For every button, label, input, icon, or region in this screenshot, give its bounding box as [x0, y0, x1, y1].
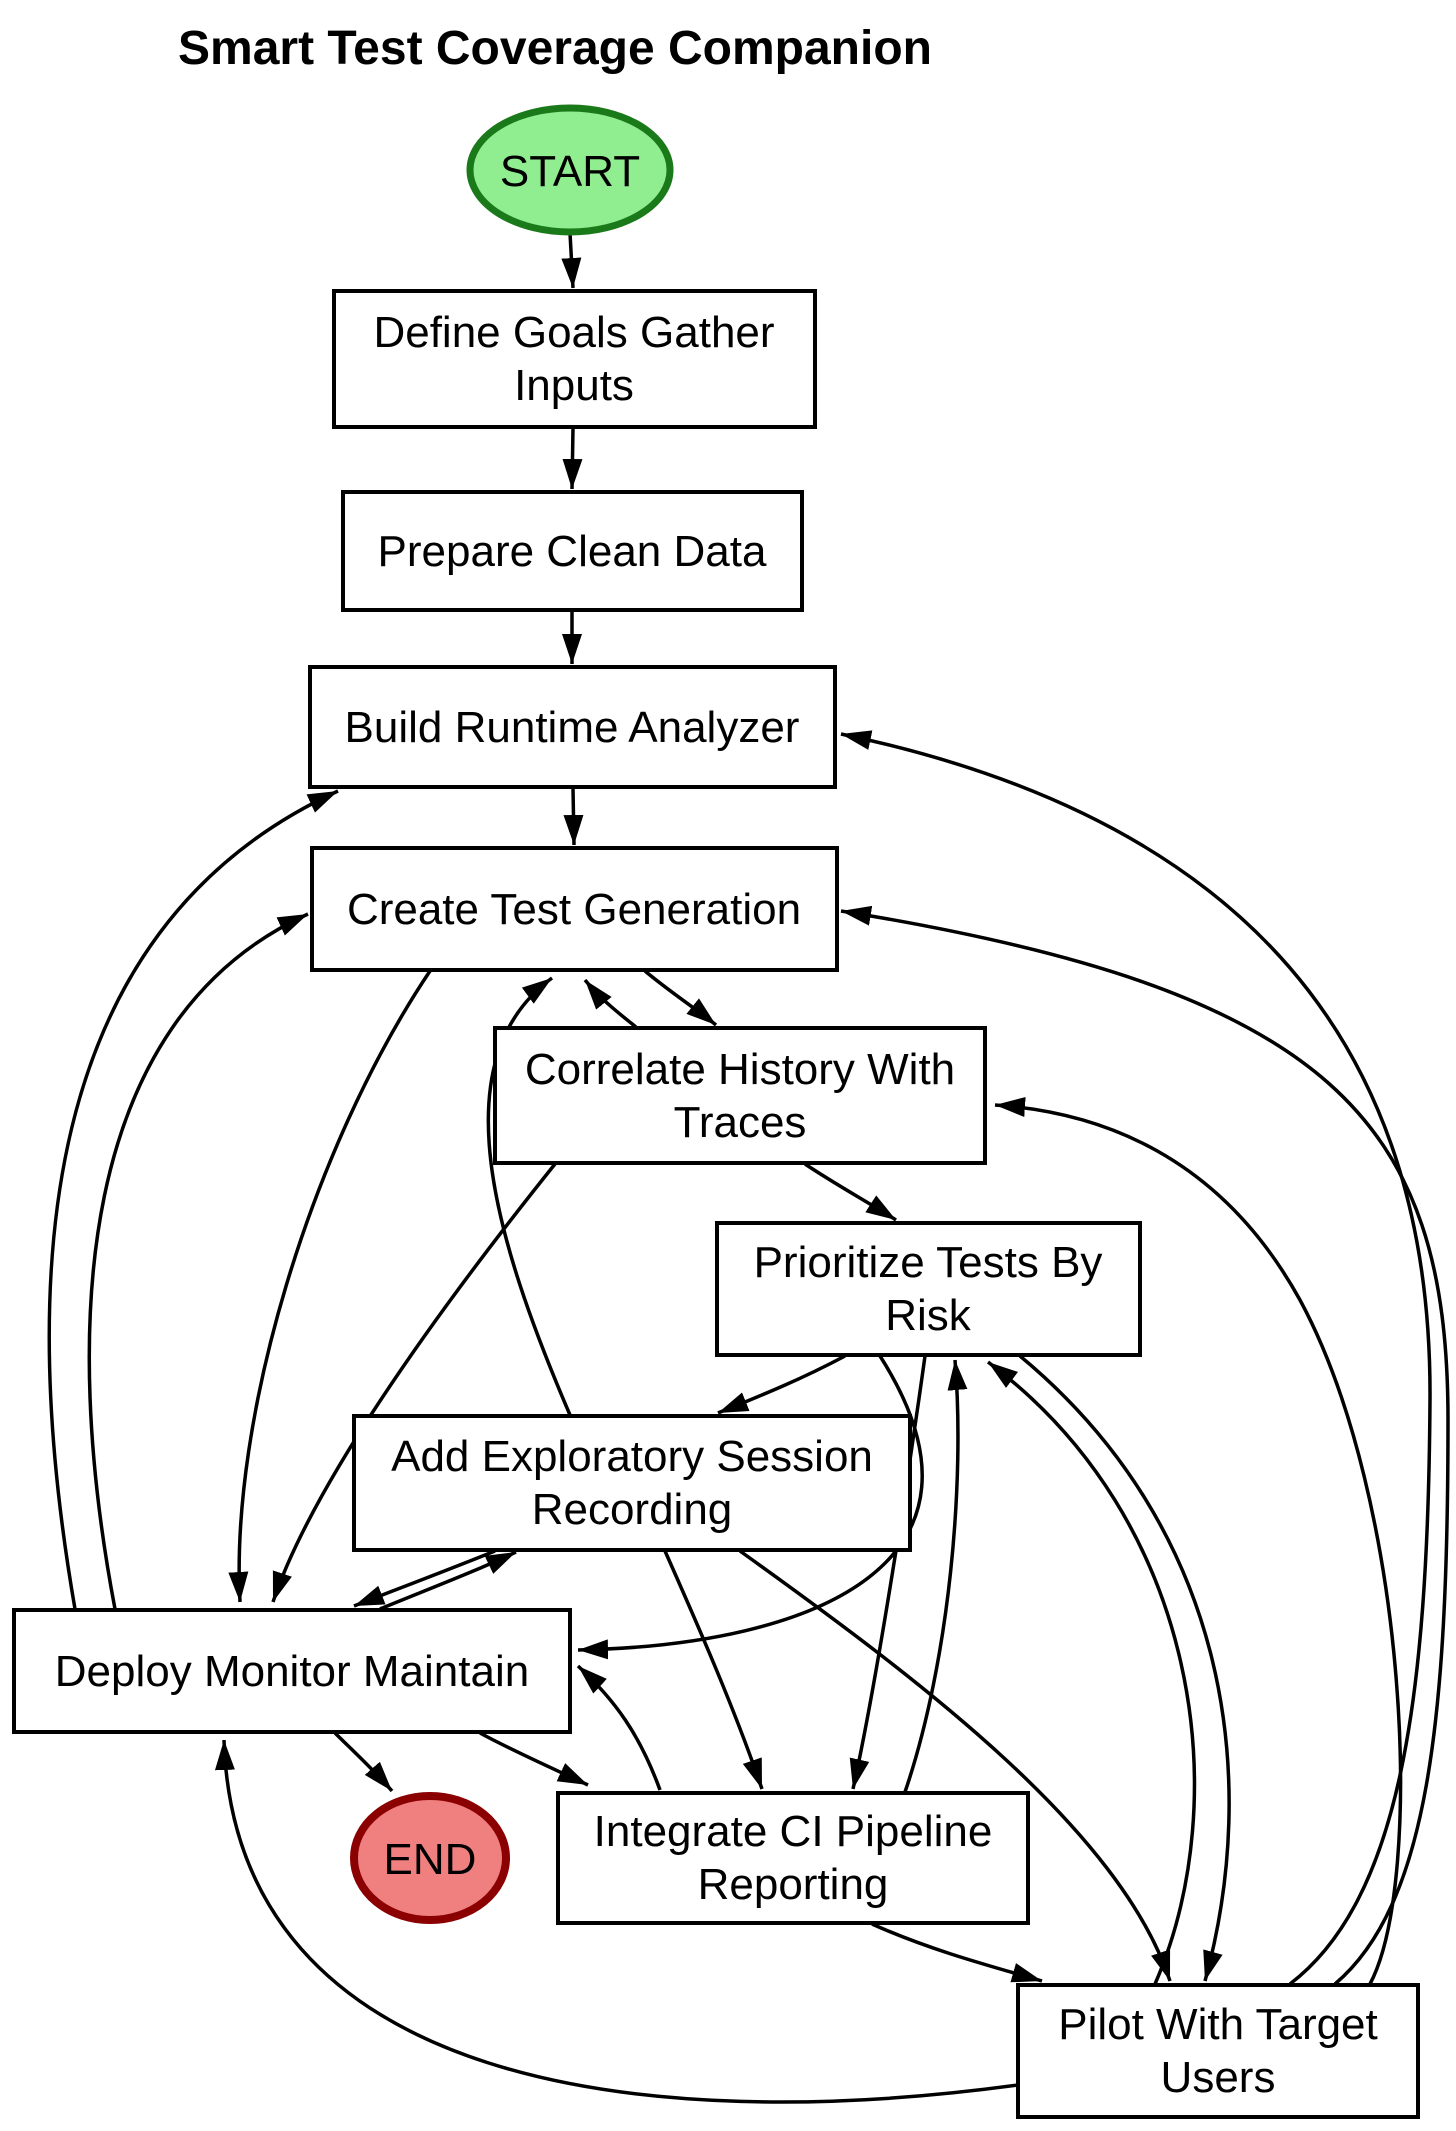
- edge-build-create: [563, 787, 584, 846]
- node-deploy-monitor-maintain: Deploy Monitor Maintain: [12, 1608, 572, 1734]
- edge-pilot-correlate: [994, 1097, 1403, 1985]
- node-end: END: [350, 1792, 510, 1924]
- svg-text:Recording: Recording: [532, 1485, 733, 1534]
- edge-create-deploy: [228, 970, 432, 1603]
- svg-text:Risk: Risk: [885, 1291, 972, 1340]
- process-box: [12, 1608, 572, 1734]
- edge-add-deploy: [353, 1549, 496, 1608]
- edge-define-prepare: [562, 427, 583, 490]
- svg-text:Integrate CI Pipeline: Integrate CI Pipeline: [594, 1807, 993, 1856]
- edge-layer: [47, 232, 1450, 2104]
- edge-prioritize-deploy: [577, 1355, 924, 1660]
- edge-prioritize-pilot: [1018, 1354, 1231, 1982]
- process-box: [715, 1221, 1142, 1357]
- svg-text:Deploy Monitor Maintain: Deploy Monitor Maintain: [55, 1647, 529, 1696]
- process-box: [493, 1026, 987, 1165]
- node-correlate-history-with-traces: Correlate History With Traces: [493, 1026, 987, 1165]
- process-box: [332, 289, 817, 429]
- edge-correlate-prioritize: [804, 1162, 897, 1222]
- process-box: [310, 846, 839, 972]
- edge-pilot-deploy: [214, 1739, 1019, 2104]
- process-box: [308, 665, 837, 789]
- edge-create-correlate: [643, 969, 718, 1027]
- svg-text:Create Test Generation: Create Test Generation: [347, 885, 801, 934]
- edge-add-create: [486, 976, 572, 1416]
- svg-text:Add Exploratory Session: Add Exploratory Session: [391, 1432, 873, 1481]
- node-start: START: [466, 104, 674, 236]
- edge-integrate-prioritize: [903, 1359, 968, 1793]
- edge-deploy-integrate: [479, 1731, 589, 1787]
- edge-deploy-create: [87, 912, 309, 1610]
- node-integrate-ci-pipeline-reporting: Integrate CI Pipeline Reporting: [556, 1791, 1030, 1925]
- process-box: [341, 490, 804, 612]
- edge-integrate-pilot: [871, 1922, 1043, 1983]
- end-terminal-shape: [350, 1792, 510, 1924]
- node-define-goals-gather-inputs: Define Goals Gather Inputs: [332, 289, 817, 429]
- svg-text:Inputs: Inputs: [514, 361, 634, 410]
- node-add-exploratory-session-recording: Add Exploratory Session Recording: [352, 1414, 912, 1552]
- start-label: START: [500, 147, 640, 196]
- edge-pilot-create: [840, 905, 1450, 1986]
- node-prioritize-tests-by-risk: Prioritize Tests By Risk: [715, 1221, 1142, 1357]
- svg-text:Reporting: Reporting: [698, 1860, 889, 1909]
- edge-add-integrate: [663, 1550, 764, 1790]
- svg-text:Define Goals Gather: Define Goals Gather: [373, 308, 774, 357]
- edge-prioritize-add: [717, 1354, 846, 1415]
- node-pilot-with-target-users: Pilot With Target Users: [1016, 1983, 1420, 2119]
- edge-prioritize-integrate: [849, 1355, 927, 1790]
- edge-add-pilot: [738, 1549, 1172, 1982]
- svg-text:Build Runtime Analyzer: Build Runtime Analyzer: [345, 703, 800, 752]
- process-box: [352, 1414, 912, 1552]
- edge-deploy-add: [379, 1550, 517, 1611]
- edge-start-define: [561, 232, 582, 289]
- svg-text:Pilot With Target: Pilot With Target: [1058, 2000, 1378, 2049]
- edge-deploy-build: [47, 789, 339, 1610]
- process-box: [1016, 1983, 1420, 2119]
- edge-correlate-create: [583, 978, 638, 1029]
- edge-integrate-deploy: [576, 1664, 662, 1791]
- svg-text:Traces: Traces: [674, 1098, 807, 1147]
- svg-text:Prioritize Tests By: Prioritize Tests By: [754, 1238, 1103, 1287]
- edge-pilot-prioritize: [986, 1360, 1197, 1985]
- process-box: [556, 1791, 1030, 1925]
- node-prepare-clean-data: Prepare Clean Data: [341, 490, 804, 612]
- node-create-test-generation: Create Test Generation: [310, 846, 839, 972]
- end-label: END: [384, 1835, 477, 1884]
- svg-text:Prepare Clean Data: Prepare Clean Data: [378, 527, 767, 576]
- edge-deploy-end: [333, 1731, 394, 1793]
- node-build-runtime-analyzer: Build Runtime Analyzer: [308, 665, 837, 789]
- svg-text:Correlate History With: Correlate History With: [525, 1045, 955, 1094]
- diagram-title: Smart Test Coverage Companion: [178, 22, 932, 75]
- edge-pilot-build: [840, 730, 1432, 1986]
- svg-text:Users: Users: [1161, 2053, 1276, 2102]
- start-terminal-shape: [466, 104, 674, 236]
